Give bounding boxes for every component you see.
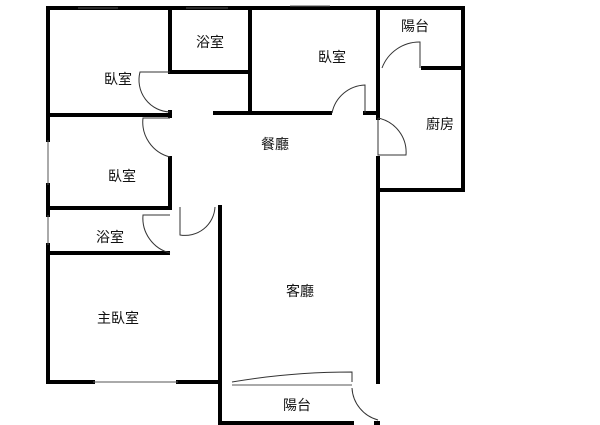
windows [47,5,352,386]
room-labels: 臥室 浴室 臥室 陽台 廚房 餐廳 臥室 浴室 客廳 主臥室 陽台 [96,19,454,414]
room-label-master-bedroom: 主臥室 [97,310,139,327]
walls [46,6,465,425]
doors [138,41,421,421]
room-label-balcony-top: 陽台 [401,19,429,35]
room-label-bathroom-top: 浴室 [196,34,224,51]
room-label-living-room: 客廳 [286,283,314,300]
room-label-bedroom-top-left: 臥室 [104,71,132,88]
room-label-bedroom-top-right: 臥室 [318,49,346,66]
room-label-kitchen: 廚房 [426,116,454,133]
room-label-dining-room: 餐廳 [261,136,289,153]
room-label-balcony-bottom: 陽台 [283,398,311,414]
room-label-bathroom-left: 浴室 [96,229,124,246]
room-label-bedroom-middle: 臥室 [108,168,136,185]
